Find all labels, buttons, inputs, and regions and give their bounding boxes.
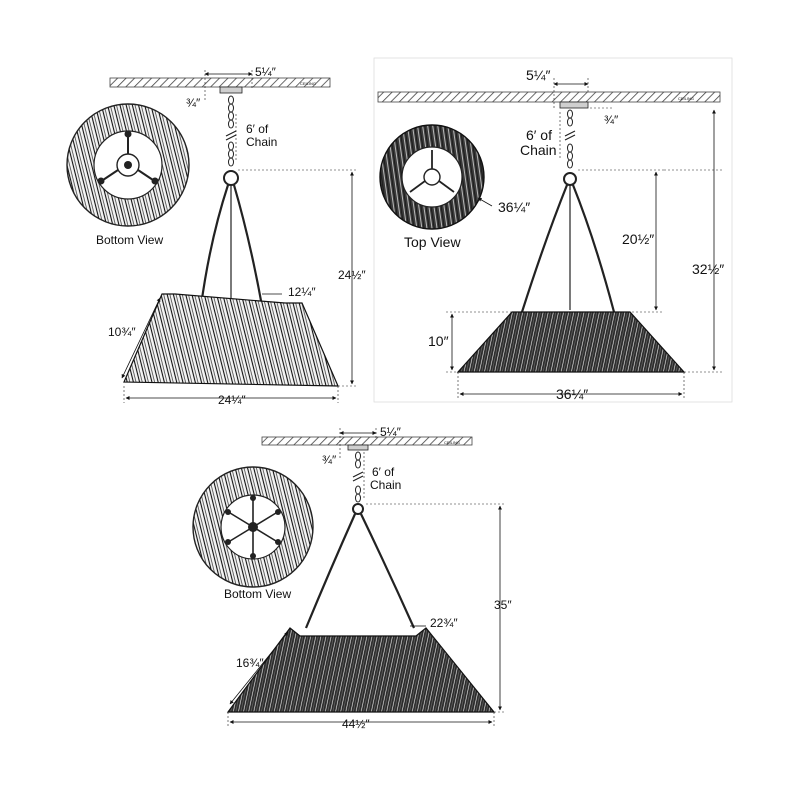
panel-medium: CEILING 5¼″ ¾″ 6′ of Chain 20½″ <box>373 57 733 403</box>
chain-label-line2: Chain <box>520 142 557 158</box>
shade-bottom-width-label: 24¼″ <box>218 393 246 407</box>
shade-bottom-width-label: 36¼″ <box>556 386 588 402</box>
ceiling-bar <box>109 77 331 88</box>
height-label: 35″ <box>494 598 512 612</box>
ceiling-label: CEILING <box>444 440 460 445</box>
ceiling-label: CEILING <box>678 96 694 101</box>
bottom-view-drawing <box>66 103 190 227</box>
panel-large: CEILING 5¼″ ¾″ 6′ of Chain 35″ 22¾″ <box>192 425 512 731</box>
chain-label-line2: Chain <box>246 135 277 149</box>
height-label: 24½″ <box>338 268 366 282</box>
canopy <box>219 86 243 94</box>
ceiling-bar <box>261 436 473 446</box>
bottom-view-drawing <box>192 466 314 588</box>
bottom-view-label: Bottom View <box>224 587 291 601</box>
shade <box>123 293 339 387</box>
hanging-arms <box>520 184 616 313</box>
canopy-height-label: ¾″ <box>322 453 337 467</box>
hanging-arms <box>199 184 264 307</box>
chain-label-line1: 6′ of <box>526 127 552 143</box>
hanging-height-label: 20½″ <box>622 231 654 247</box>
chain <box>352 451 364 503</box>
top-view-diameter-label: 36¼″ <box>498 199 530 215</box>
chain-label-line2: Chain <box>370 478 401 492</box>
shade-height-label: 16¾″ <box>236 656 264 670</box>
overall-height-label: 32½″ <box>692 261 724 277</box>
canopy-height-label: ¾″ <box>604 113 619 127</box>
shade-top-width-label: 22¾″ <box>430 616 458 630</box>
ceiling-bar <box>377 91 721 103</box>
shade <box>226 627 496 713</box>
ceiling-label: CEILING <box>300 81 316 86</box>
shade-height-label: 10″ <box>428 333 449 349</box>
canopy <box>347 444 369 451</box>
shade-height-label: 10¾″ <box>108 325 136 339</box>
bottom-view-label: Bottom View <box>96 233 163 247</box>
chain <box>564 109 576 169</box>
hanging-arms <box>304 513 416 629</box>
shade-top-width-label: 12¼″ <box>288 285 316 299</box>
canopy-width-label: 5¼″ <box>526 67 550 83</box>
top-view-drawing <box>379 124 485 230</box>
chain-label-line1: 6′ of <box>246 122 269 136</box>
panel-small: CEILING 5¼″ ¾″ 6′ of Chain <box>66 65 366 407</box>
chain-label-line1: 6′ of <box>372 465 395 479</box>
hanging-loop <box>223 170 239 186</box>
shade-bottom-width-label: 44½″ <box>342 717 370 731</box>
hanging-loop <box>352 503 364 515</box>
canopy-width-label: 5¼″ <box>255 65 277 79</box>
canopy-width-label: 5¼″ <box>380 425 402 439</box>
canopy-height-label: ¾″ <box>186 96 201 110</box>
canopy <box>559 101 589 109</box>
top-view-label: Top View <box>404 234 461 250</box>
chain <box>225 95 237 167</box>
